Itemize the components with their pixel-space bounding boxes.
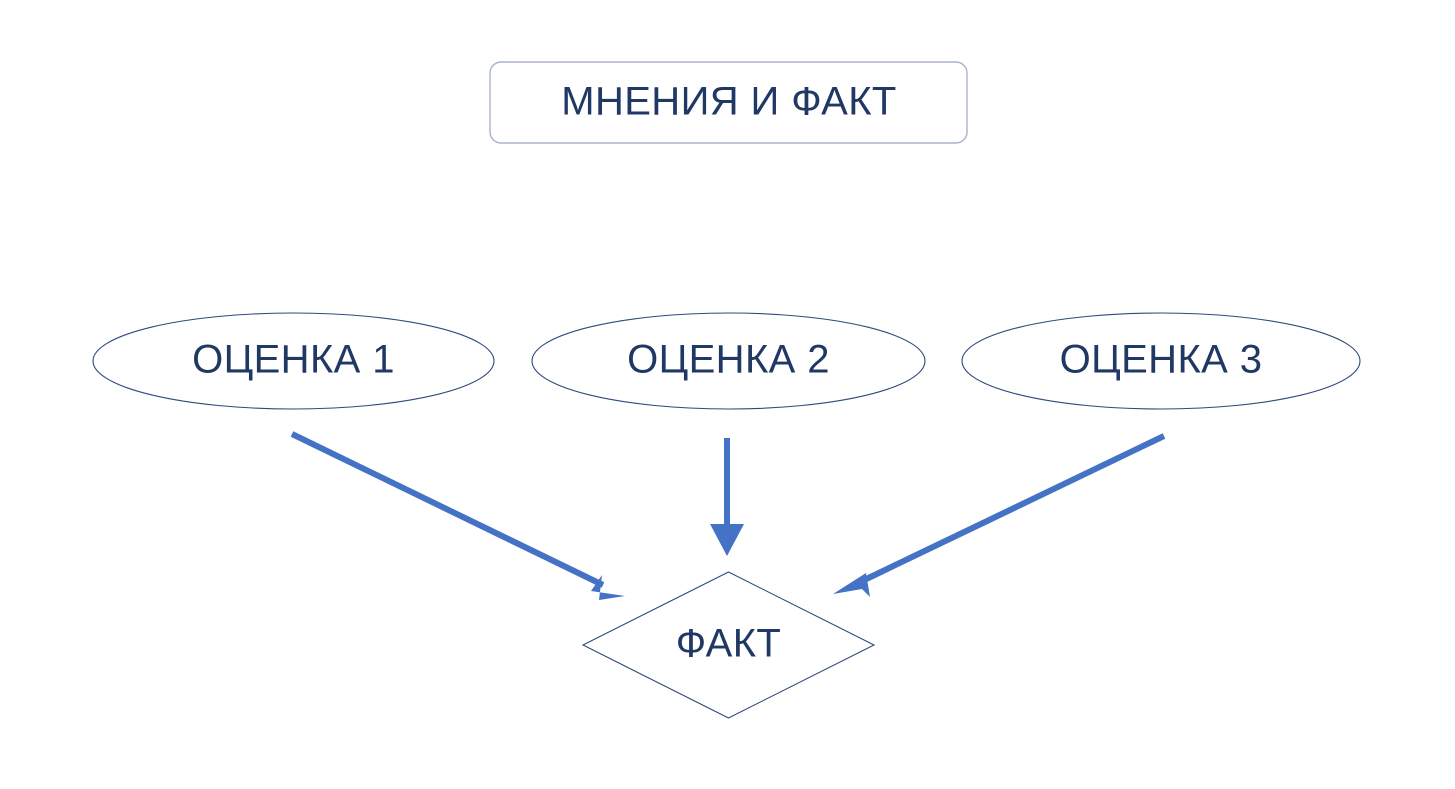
arrow-ocenka-2-to-fakt[interactable] bbox=[710, 438, 744, 556]
arrow-ocenka-2-to-fakt-head bbox=[710, 524, 744, 556]
node-ocenka-3-label: ОЦЕНКА 3 bbox=[1060, 338, 1263, 382]
arrow-ocenka-3-to-fakt[interactable] bbox=[833, 433, 1166, 597]
title-box-label: МНЕНИЯ И ФАКТ bbox=[561, 80, 897, 124]
node-ocenka-2-shape bbox=[531, 312, 926, 410]
arrow-ocenka-1-to-fakt-head bbox=[591, 575, 625, 600]
node-fakt-shape bbox=[581, 571, 876, 719]
node-ocenka-3[interactable]: ОЦЕНКА 3 bbox=[961, 312, 1361, 410]
title-box-shape bbox=[489, 61, 968, 144]
node-ocenka-1-shape bbox=[92, 312, 495, 410]
node-ocenka-2-label: ОЦЕНКА 2 bbox=[627, 338, 830, 382]
node-fakt-label: ФАКТ bbox=[676, 622, 782, 666]
arrow-ocenka-3-to-fakt-head bbox=[833, 573, 870, 597]
arrow-ocenka-3-to-fakt-line bbox=[856, 433, 1166, 586]
title-box[interactable]: МНЕНИЯ И ФАКТ bbox=[489, 61, 968, 144]
node-ocenka-1-label: ОЦЕНКА 1 bbox=[192, 338, 395, 382]
node-ocenka-3-shape bbox=[961, 312, 1361, 410]
node-ocenka-2[interactable]: ОЦЕНКА 2 bbox=[531, 312, 926, 410]
node-ocenka-1[interactable]: ОЦЕНКА 1 bbox=[92, 312, 495, 410]
node-fakt[interactable]: ФАКТ bbox=[581, 571, 876, 719]
arrow-ocenka-1-to-fakt[interactable] bbox=[290, 431, 625, 600]
arrow-ocenka-1-to-fakt-line bbox=[290, 431, 605, 588]
